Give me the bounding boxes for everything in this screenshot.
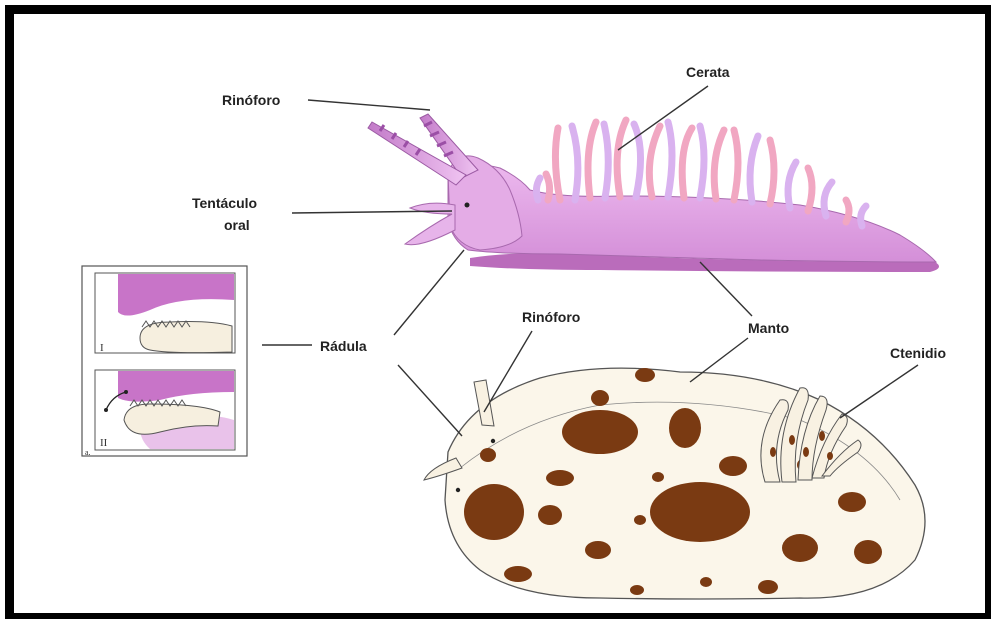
label-rinoforo-bottom: Rinóforo [522, 309, 580, 325]
dorid-eye [491, 439, 495, 443]
label-cerata: Cerata [686, 64, 730, 80]
inset-top-radula [140, 322, 232, 353]
panel-mark-top: I [100, 342, 104, 354]
dorid-nudibranch [424, 368, 925, 599]
pointer-radula-bottom [398, 365, 462, 436]
label-tentaculo-line2: oral [224, 217, 250, 233]
label-ctenidio: Ctenidio [890, 345, 946, 361]
inset-corner-letter: a. [85, 448, 91, 457]
pointer-cerata [618, 86, 708, 150]
label-tentaculo-line1: Tentáculo [192, 195, 257, 211]
label-manto: Manto [748, 320, 789, 336]
pointer-ctenidio [840, 365, 918, 418]
panel-mark-bottom: II [100, 437, 108, 449]
eye-dot [465, 203, 470, 208]
radula-inset: I II a. [82, 266, 247, 457]
pointer-radula-top [394, 250, 464, 335]
aeolid-nudibranch [368, 114, 939, 272]
pointer-rinoforo-top [308, 100, 430, 110]
label-rinoforo-top: Rinóforo [222, 92, 280, 108]
dorid-eye-2 [456, 488, 460, 492]
label-radula: Rádula [320, 338, 367, 354]
oral-tentacle [405, 203, 455, 245]
